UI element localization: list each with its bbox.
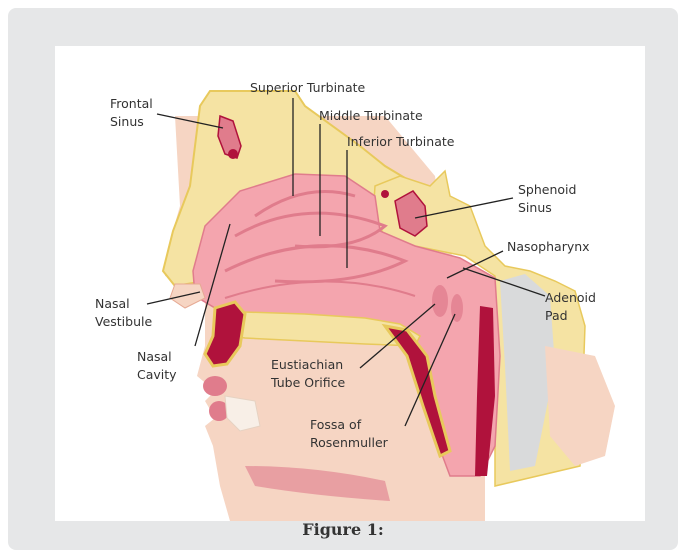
label-nasopharynx: Nasopharynx: [507, 239, 590, 254]
label-adenoid-pad-2: Pad: [545, 308, 568, 323]
label-superior-turbinate: Superior Turbinate: [250, 80, 366, 95]
figure-caption: Figure 1:: [0, 520, 686, 539]
label-adenoid-pad-1: Adenoid: [545, 290, 596, 305]
nasal-anatomy-diagram: Frontal Sinus Superior Turbinate Middle …: [55, 46, 645, 521]
label-frontal-sinus-2: Sinus: [110, 114, 144, 129]
anatomy-figure-panel: Frontal Sinus Superior Turbinate Middle …: [55, 46, 645, 521]
label-nasal-cavity-1: Nasal: [137, 349, 172, 364]
label-eustachian-1: Eustiachian: [271, 357, 343, 372]
label-nasal-vestibule-2: Vestibule: [95, 314, 152, 329]
label-middle-turbinate: Middle Turbinate: [319, 108, 423, 123]
label-nasal-cavity-2: Cavity: [137, 367, 177, 382]
label-sphenoid-sinus-1: Sphenoid: [518, 182, 576, 197]
label-eustachian-2: Tube Orifice: [270, 375, 345, 390]
nose-ala: [170, 284, 205, 308]
label-fossa-2: Rosenmuller: [310, 435, 389, 450]
sphenoid-sinus-opening: [381, 190, 389, 198]
eustachian-tube-orifice: [432, 285, 448, 317]
label-inferior-turbinate: Inferior Turbinate: [347, 134, 455, 149]
figure-frame: Frontal Sinus Superior Turbinate Middle …: [8, 8, 678, 550]
label-fossa-1: Fossa of: [310, 417, 362, 432]
label-nasal-vestibule-1: Nasal: [95, 296, 130, 311]
label-sphenoid-sinus-2: Sinus: [518, 200, 552, 215]
upper-lip: [203, 376, 227, 396]
label-frontal-sinus-1: Frontal: [110, 96, 153, 111]
frontal-sinus-opening: [228, 149, 238, 159]
